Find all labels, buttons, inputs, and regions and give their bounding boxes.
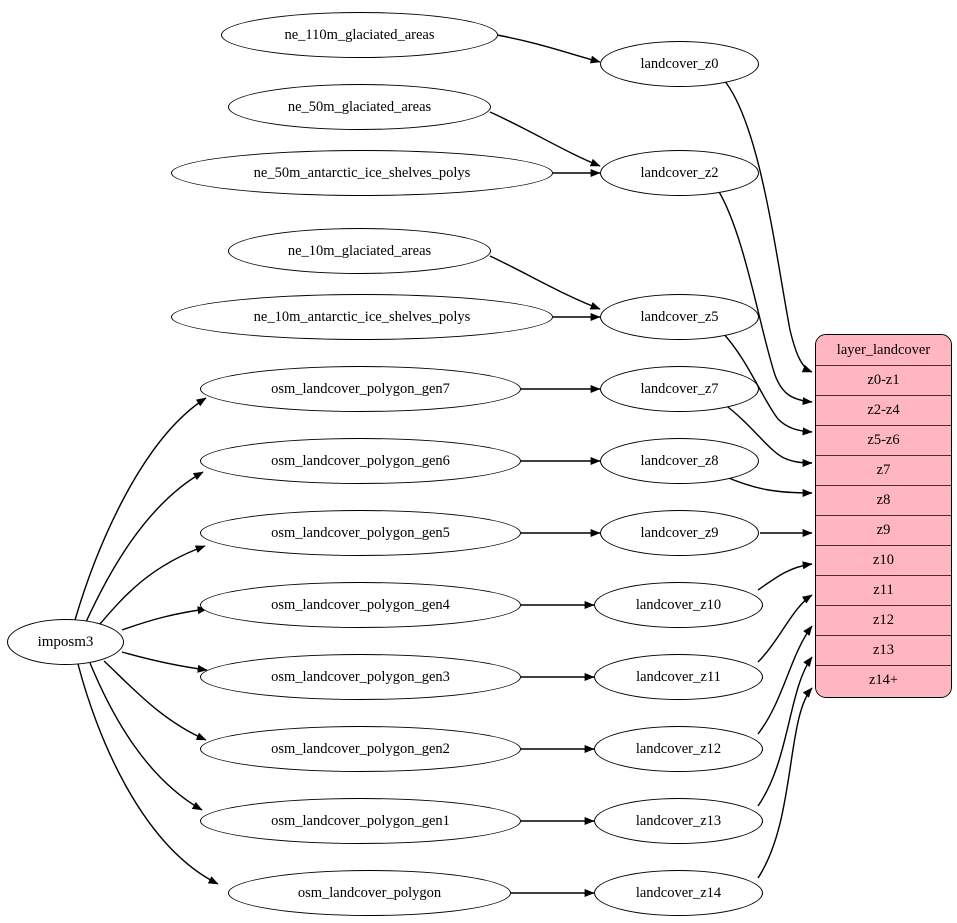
node-osm-landcover-polygon-gen2[interactable]: osm_landcover_polygon_gen2 bbox=[200, 726, 521, 772]
node-landcover-z8[interactable]: landcover_z8 bbox=[600, 438, 759, 484]
node-label: osm_landcover_polygon_gen7 bbox=[271, 380, 450, 397]
edge-z5-to-row-z5z6 bbox=[721, 331, 813, 436]
edge-imposm3-to-gen4 bbox=[121, 606, 208, 631]
edge-imposm3-to-polygon bbox=[77, 663, 219, 885]
node-ne-10m-antarctic-ice-shelves-polys[interactable]: ne_10m_antarctic_ice_shelves_polys bbox=[171, 294, 553, 340]
node-label: landcover_z10 bbox=[635, 596, 722, 613]
edge-ne10glac-to-z5 bbox=[489, 255, 601, 310]
node-landcover-z10[interactable]: landcover_z10 bbox=[594, 582, 763, 628]
table-row-label: z10 bbox=[873, 552, 894, 568]
node-label: ne_50m_antarctic_ice_shelves_polys bbox=[253, 164, 471, 181]
node-label: osm_landcover_polygon_gen2 bbox=[271, 740, 450, 757]
table-row-z0-z1[interactable]: z0-z1 bbox=[816, 365, 951, 395]
node-label: landcover_z2 bbox=[640, 164, 719, 181]
table-row-z11[interactable]: z11 bbox=[816, 575, 951, 605]
table-row-z8[interactable]: z8 bbox=[816, 485, 951, 515]
edge-imposm3-to-gen7 bbox=[74, 397, 207, 621]
node-label: ne_10m_antarctic_ice_shelves_polys bbox=[253, 308, 471, 325]
table-row-z14-plus[interactable]: z14+ bbox=[816, 665, 951, 695]
table-row-label: z11 bbox=[873, 582, 894, 598]
node-label: landcover_z13 bbox=[635, 812, 722, 829]
node-label: osm_landcover_polygon_gen4 bbox=[271, 596, 450, 613]
table-row-z7[interactable]: z7 bbox=[816, 455, 951, 485]
node-label: osm_landcover_polygon_gen5 bbox=[271, 524, 450, 541]
table-row-label: z12 bbox=[873, 612, 894, 628]
node-landcover-z2[interactable]: landcover_z2 bbox=[600, 150, 759, 196]
node-label: landcover_z5 bbox=[640, 308, 719, 325]
table-row-label: z8 bbox=[876, 492, 891, 508]
edge-z8-to-row-z8 bbox=[723, 475, 813, 497]
edge-ne50glac-to-z2 bbox=[489, 111, 601, 167]
node-label: landcover_z9 bbox=[640, 524, 719, 541]
edge-imposm3-to-gen6 bbox=[85, 471, 204, 623]
edge-z10-to-row-z10 bbox=[757, 561, 813, 591]
node-label: osm_landcover_polygon_gen6 bbox=[271, 452, 450, 469]
node-label: imposm3 bbox=[37, 633, 94, 650]
node-label: landcover_z14 bbox=[635, 884, 722, 901]
node-landcover-z0[interactable]: landcover_z0 bbox=[600, 41, 759, 87]
edge-z0-to-row-z0z1 bbox=[723, 79, 813, 373]
table-header-label: layer_landcover bbox=[836, 341, 931, 358]
table-row-label: z0-z1 bbox=[867, 372, 900, 388]
node-landcover-z14[interactable]: landcover_z14 bbox=[594, 870, 763, 916]
edge-imposm3-to-gen5 bbox=[99, 545, 206, 625]
edge-z14-to-row-z14 bbox=[757, 687, 813, 879]
edge-ne110-to-z0 bbox=[496, 34, 601, 64]
edge-imposm3-to-gen3 bbox=[121, 651, 208, 673]
edge-z12-to-row-z12 bbox=[757, 625, 813, 735]
node-landcover-z13[interactable]: landcover_z13 bbox=[594, 798, 763, 844]
edge-imposm3-to-gen2 bbox=[103, 660, 207, 741]
node-ne-50m-antarctic-ice-shelves-polys[interactable]: ne_50m_antarctic_ice_shelves_polys bbox=[171, 150, 553, 196]
table-row-z2-z4[interactable]: z2-z4 bbox=[816, 395, 951, 425]
node-landcover-z9[interactable]: landcover_z9 bbox=[600, 510, 759, 556]
edge-z13-to-row-z13 bbox=[757, 656, 813, 807]
table-row-z10[interactable]: z10 bbox=[816, 545, 951, 575]
table-row-label: z2-z4 bbox=[867, 402, 900, 418]
table-row-label: z5-z6 bbox=[867, 432, 900, 448]
node-osm-landcover-polygon-gen5[interactable]: osm_landcover_polygon_gen5 bbox=[200, 510, 521, 556]
table-header-layer-landcover: layer_landcover bbox=[816, 335, 951, 365]
edge-z2-to-row-z2z4 bbox=[717, 189, 813, 406]
node-ne-110m-glaciated-areas[interactable]: ne_110m_glaciated_areas bbox=[221, 12, 498, 58]
node-label: osm_landcover_polygon bbox=[297, 884, 442, 901]
node-landcover-z11[interactable]: landcover_z11 bbox=[594, 654, 763, 700]
node-ne-10m-glaciated-areas[interactable]: ne_10m_glaciated_areas bbox=[228, 228, 491, 274]
node-osm-landcover-polygon[interactable]: osm_landcover_polygon bbox=[228, 870, 511, 916]
table-row-label: z13 bbox=[873, 642, 894, 658]
node-landcover-z5[interactable]: landcover_z5 bbox=[600, 294, 759, 340]
node-label: osm_landcover_polygon_gen3 bbox=[271, 668, 450, 685]
edge-z11-to-row-z11 bbox=[757, 594, 813, 663]
node-label: landcover_z11 bbox=[636, 668, 721, 685]
node-osm-landcover-polygon-gen3[interactable]: osm_landcover_polygon_gen3 bbox=[200, 654, 521, 700]
node-label: landcover_z8 bbox=[640, 452, 719, 469]
edge-z7-to-row-z7 bbox=[723, 403, 813, 467]
node-label: ne_110m_glaciated_areas bbox=[284, 26, 435, 43]
node-osm-landcover-polygon-gen4[interactable]: osm_landcover_polygon_gen4 bbox=[200, 582, 521, 628]
node-osm-landcover-polygon-gen1[interactable]: osm_landcover_polygon_gen1 bbox=[200, 798, 521, 844]
table-row-z5-z6[interactable]: z5-z6 bbox=[816, 425, 951, 455]
node-label: landcover_z0 bbox=[640, 55, 719, 72]
table-row-label: z7 bbox=[876, 462, 891, 478]
table-row-z13[interactable]: z13 bbox=[816, 635, 951, 665]
table-row-label: z14+ bbox=[868, 672, 899, 688]
node-label: osm_landcover_polygon_gen1 bbox=[271, 812, 450, 829]
table-row-label: z9 bbox=[876, 522, 891, 538]
node-osm-landcover-polygon-gen6[interactable]: osm_landcover_polygon_gen6 bbox=[200, 438, 521, 484]
node-ne-50m-glaciated-areas[interactable]: ne_50m_glaciated_areas bbox=[228, 84, 491, 130]
node-label: ne_10m_glaciated_areas bbox=[287, 242, 432, 259]
node-landcover-z12[interactable]: landcover_z12 bbox=[594, 726, 763, 772]
node-landcover-z7[interactable]: landcover_z7 bbox=[600, 366, 759, 412]
node-imposm3[interactable]: imposm3 bbox=[7, 619, 124, 665]
node-label: landcover_z12 bbox=[635, 740, 722, 757]
edge-imposm3-to-gen1 bbox=[89, 662, 203, 811]
node-label: landcover_z7 bbox=[640, 380, 719, 397]
node-layer-landcover-table[interactable]: layer_landcover z0-z1 z2-z4 z5-z6 z7 z8 … bbox=[815, 334, 952, 698]
node-label: ne_50m_glaciated_areas bbox=[287, 98, 432, 115]
table-row-z12[interactable]: z12 bbox=[816, 605, 951, 635]
table-row-z9[interactable]: z9 bbox=[816, 515, 951, 545]
node-osm-landcover-polygon-gen7[interactable]: osm_landcover_polygon_gen7 bbox=[200, 366, 521, 412]
